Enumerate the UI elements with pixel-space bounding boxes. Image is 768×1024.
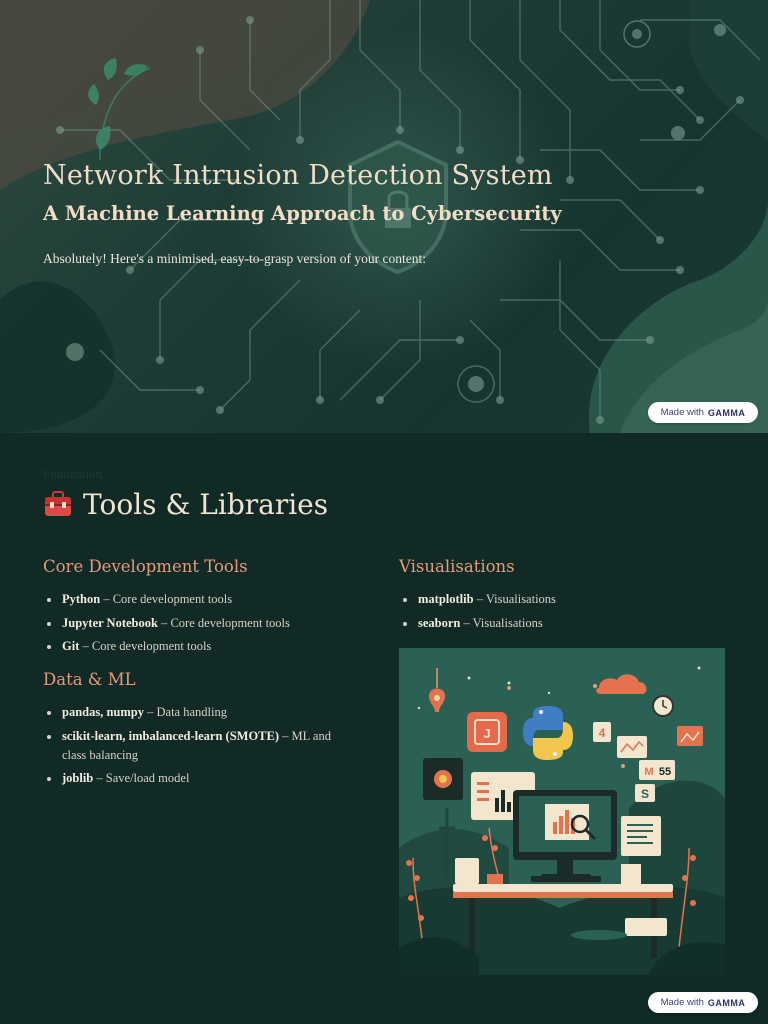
section-eyebrow: Foundation xyxy=(43,466,103,481)
section-title: Tools & Libraries xyxy=(43,488,328,521)
section-title-text: Tools & Libraries xyxy=(83,488,329,521)
data-ml-list: pandas, numpy – Data handling scikit-lea… xyxy=(43,703,353,793)
card-4-label: 4 xyxy=(599,726,606,740)
list-item: joblib – Save/load model xyxy=(43,769,353,788)
list-item: matplotlib – Visualisations xyxy=(399,590,729,609)
tools-libraries-section: Foundation Tools & Libraries Core Develo… xyxy=(0,433,768,1024)
hero-subtitle: A Machine Learning Approach to Cybersecu… xyxy=(43,202,562,225)
gamma-logo: GAMMA xyxy=(707,997,746,1008)
hero-title: Network Intrusion Detection System xyxy=(43,160,553,191)
list-item: seaborn – Visualisations xyxy=(399,614,729,633)
circuit-background xyxy=(0,0,768,433)
jupyter-tile-label: J xyxy=(483,726,490,741)
data-ml-heading: Data & ML xyxy=(43,670,136,689)
list-item: Python – Core development tools xyxy=(43,590,353,609)
workspace-illustration: J 4 M 55 S xyxy=(399,648,725,975)
hero-banner: Network Intrusion Detection System A Mac… xyxy=(0,0,768,433)
card-m-label: M xyxy=(644,766,653,778)
visualisations-list: matplotlib – Visualisations seaborn – Vi… xyxy=(399,590,729,637)
list-item: pandas, numpy – Data handling xyxy=(43,703,353,722)
gamma-logo: GAMMA xyxy=(707,407,746,418)
hero-intro-text: Absolutely! Here's a minimised, easy-to-… xyxy=(43,251,426,266)
card-55-label: 55 xyxy=(659,766,671,778)
badge-prefix: Made with xyxy=(660,407,704,418)
card-s-label: S xyxy=(641,787,649,801)
made-with-gamma-badge[interactable]: Made with GAMMA xyxy=(648,402,758,423)
made-with-gamma-badge[interactable]: Made with GAMMA xyxy=(648,992,758,1013)
list-item: Jupyter Notebook – Core development tool… xyxy=(43,614,353,633)
toolbox-icon xyxy=(43,490,73,519)
visualisations-heading: Visualisations xyxy=(399,557,515,576)
badge-prefix: Made with xyxy=(660,997,704,1008)
list-item: scikit-learn, imbalanced-learn (SMOTE) –… xyxy=(43,727,353,765)
core-tools-list: Python – Core development tools Jupyter … xyxy=(43,590,353,661)
list-item: Git – Core development tools xyxy=(43,637,353,656)
core-tools-heading: Core Development Tools xyxy=(43,557,248,576)
